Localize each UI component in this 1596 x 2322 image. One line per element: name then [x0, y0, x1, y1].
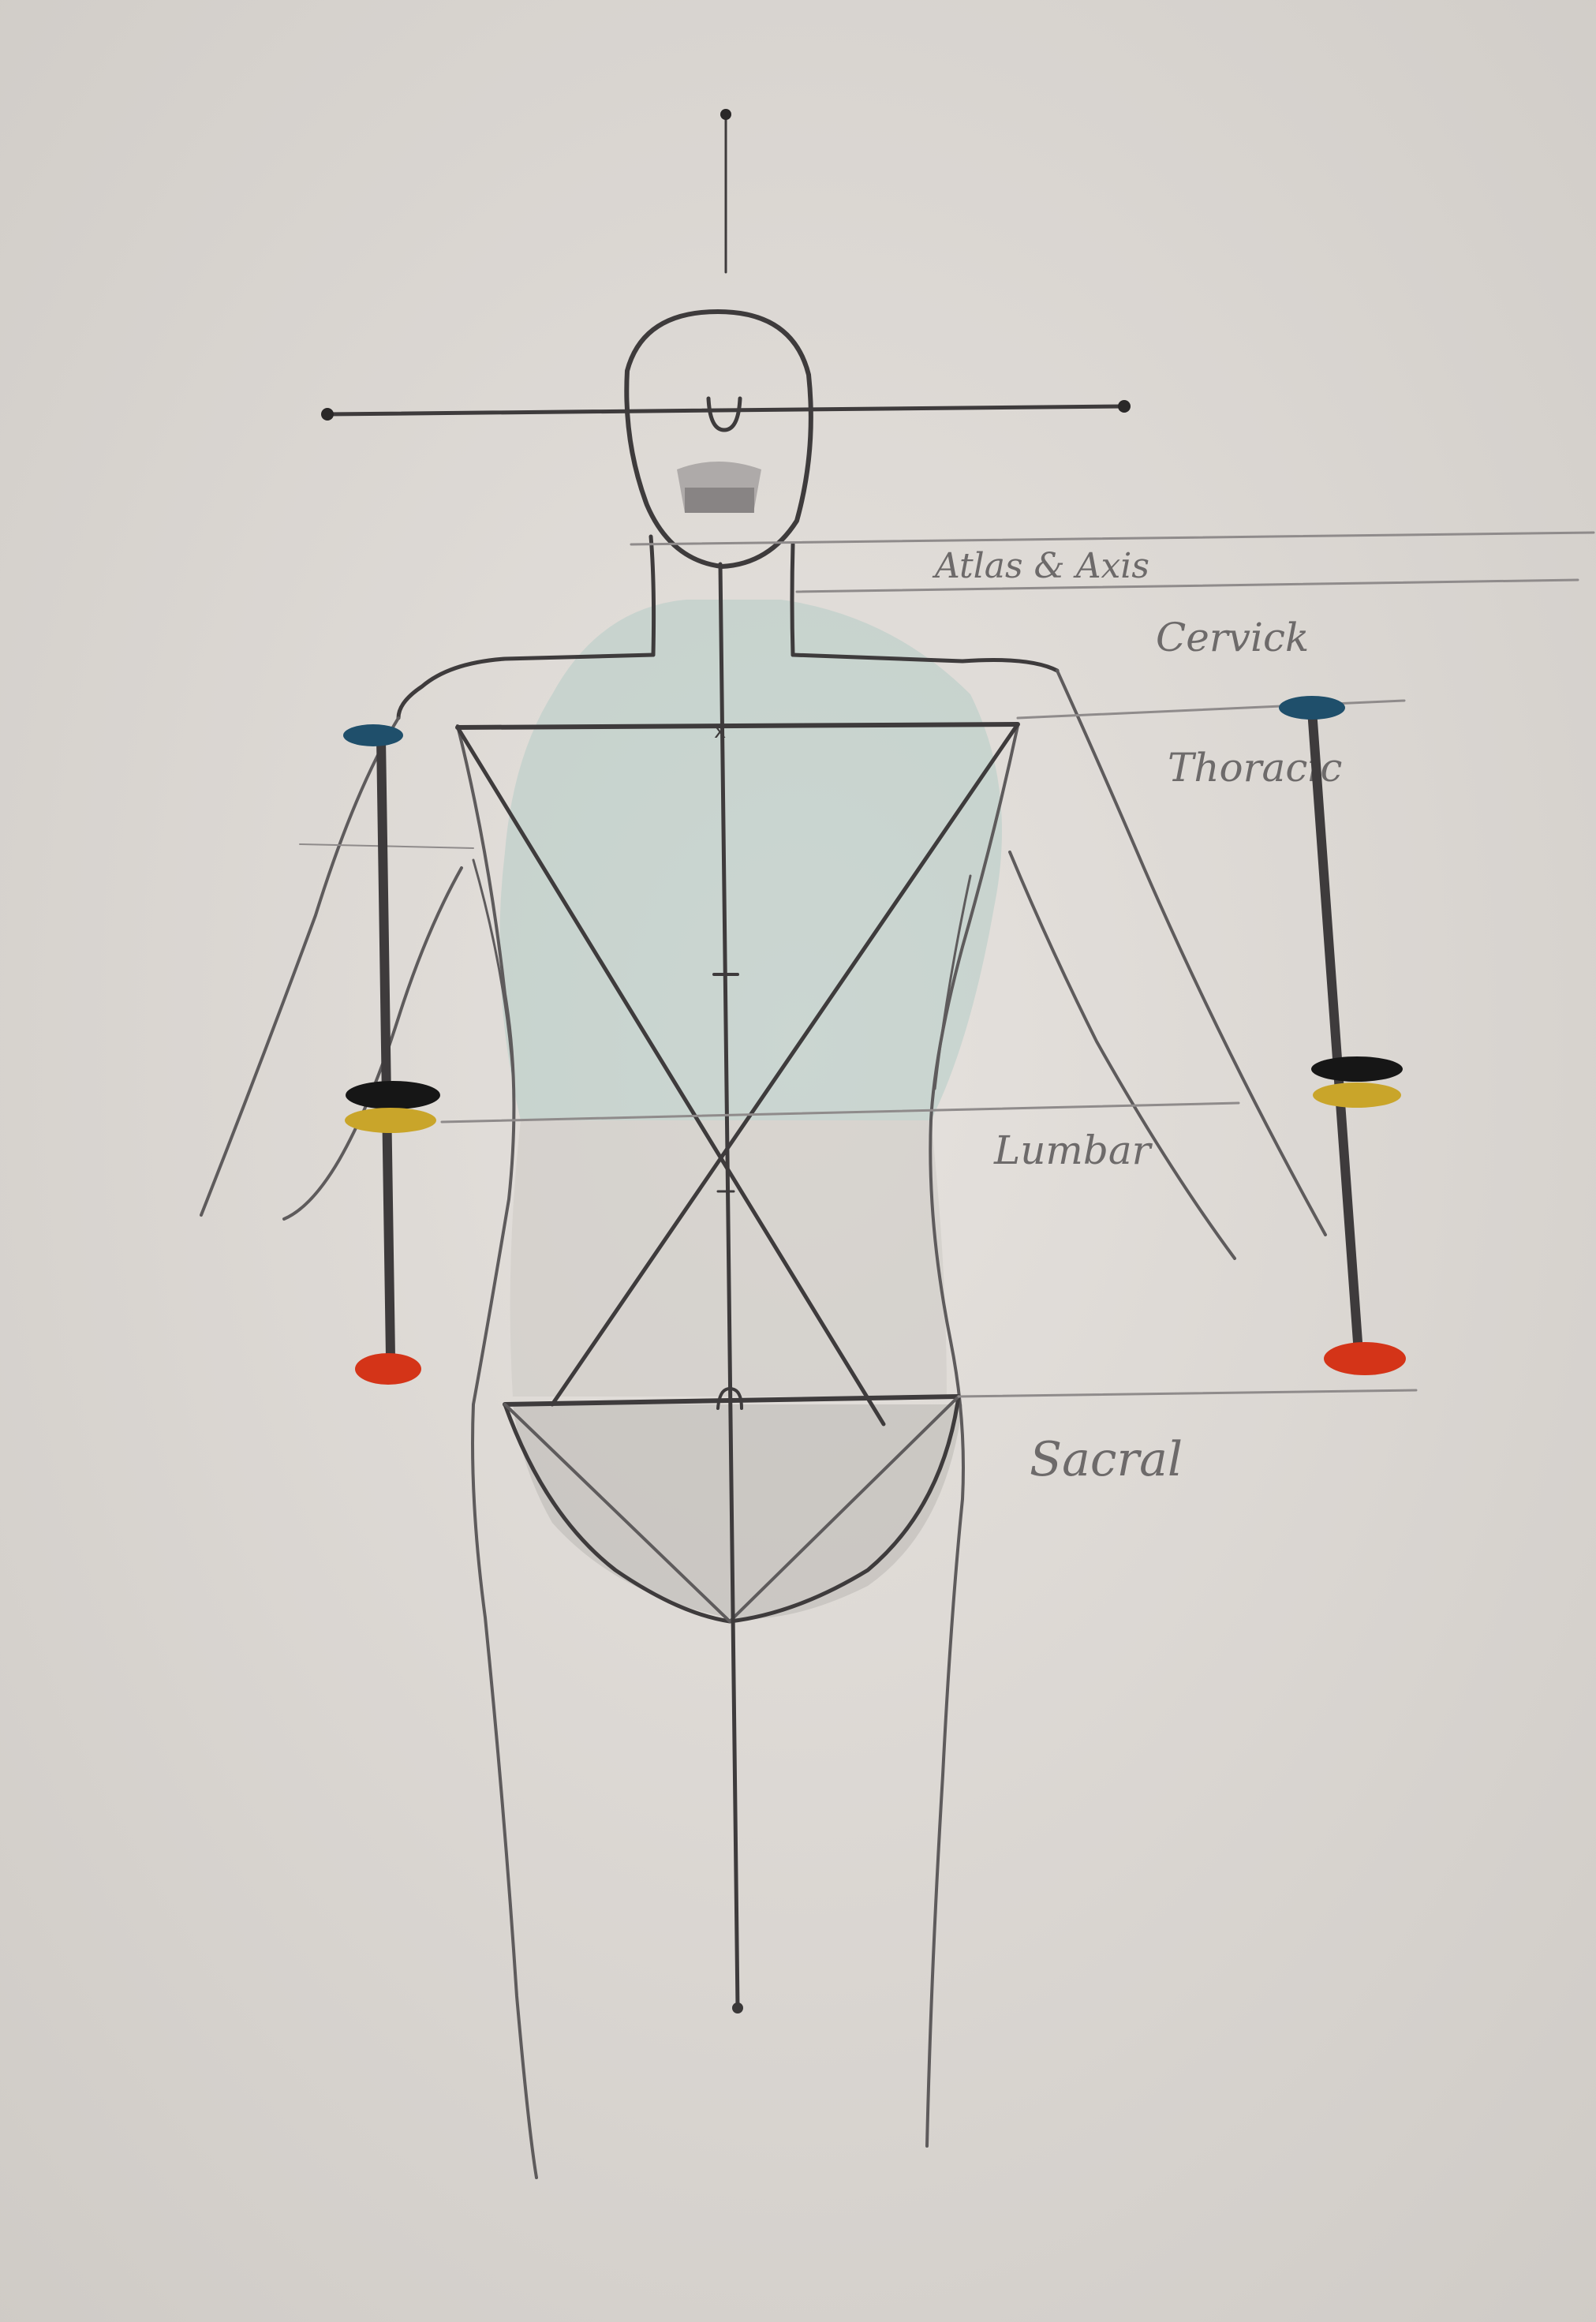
label-lumbar: Lumbar	[993, 1127, 1153, 1173]
right-blue-marker	[1279, 696, 1345, 720]
right-arm-outer	[1056, 669, 1327, 1236]
label-sacral: Sacral	[1030, 1432, 1183, 1487]
atlas-guide-lower	[795, 578, 1579, 593]
neck-outline-left	[648, 534, 656, 657]
lumbar-guide	[440, 1101, 1240, 1124]
torso-right-inner	[933, 874, 972, 1090]
right-red-marker	[1324, 1342, 1406, 1375]
left-marker-pole	[376, 733, 395, 1362]
right-arm-inner	[1008, 851, 1236, 1260]
pelvis-right-diag	[728, 1395, 960, 1623]
spine-mark-sacral	[716, 1387, 743, 1410]
left-arm-inner	[282, 866, 463, 1221]
head-horizontal-line	[325, 404, 1127, 417]
right-yellow-marker	[1313, 1082, 1401, 1108]
left-red-marker	[355, 1353, 421, 1385]
left-shoulder-line	[396, 652, 656, 720]
label-cervical: Cervick	[1156, 615, 1309, 660]
spine-mark-top: x	[714, 720, 726, 743]
right-marker-pole	[1307, 705, 1363, 1358]
label-atlas-axis: Atlas & Axis	[932, 546, 1149, 586]
pelvis-shading	[513, 1404, 962, 1619]
sacral-guide	[957, 1389, 1418, 1398]
torso-left-outline	[456, 724, 538, 2179]
spine-line	[718, 562, 740, 2010]
top-axis-dot	[720, 109, 731, 120]
left-yellow-marker	[345, 1108, 436, 1133]
torso-left-inner	[472, 858, 514, 1075]
thorax-diagonal-1	[455, 725, 886, 1426]
left-blue-marker	[343, 724, 403, 746]
left-arm-outer	[200, 716, 400, 1217]
thorax-diagonal-2	[550, 722, 1020, 1407]
torso-right-outline	[925, 724, 1019, 2148]
left-black-marker	[346, 1081, 440, 1109]
neck-outline-right	[790, 542, 795, 657]
right-axis-dot	[1118, 400, 1131, 413]
shoulder-line	[455, 722, 1020, 730]
mouth-block	[685, 488, 754, 513]
pelvis-left-diag	[503, 1403, 731, 1623]
spine-bottom-dot	[732, 2002, 743, 2014]
thorax-shading	[499, 600, 1002, 1120]
right-black-marker	[1311, 1056, 1403, 1082]
right-shoulder-line	[791, 652, 1060, 673]
nose-mark	[706, 396, 742, 432]
atlas-guide-upper	[630, 531, 1595, 546]
left-axis-dot	[321, 408, 334, 421]
